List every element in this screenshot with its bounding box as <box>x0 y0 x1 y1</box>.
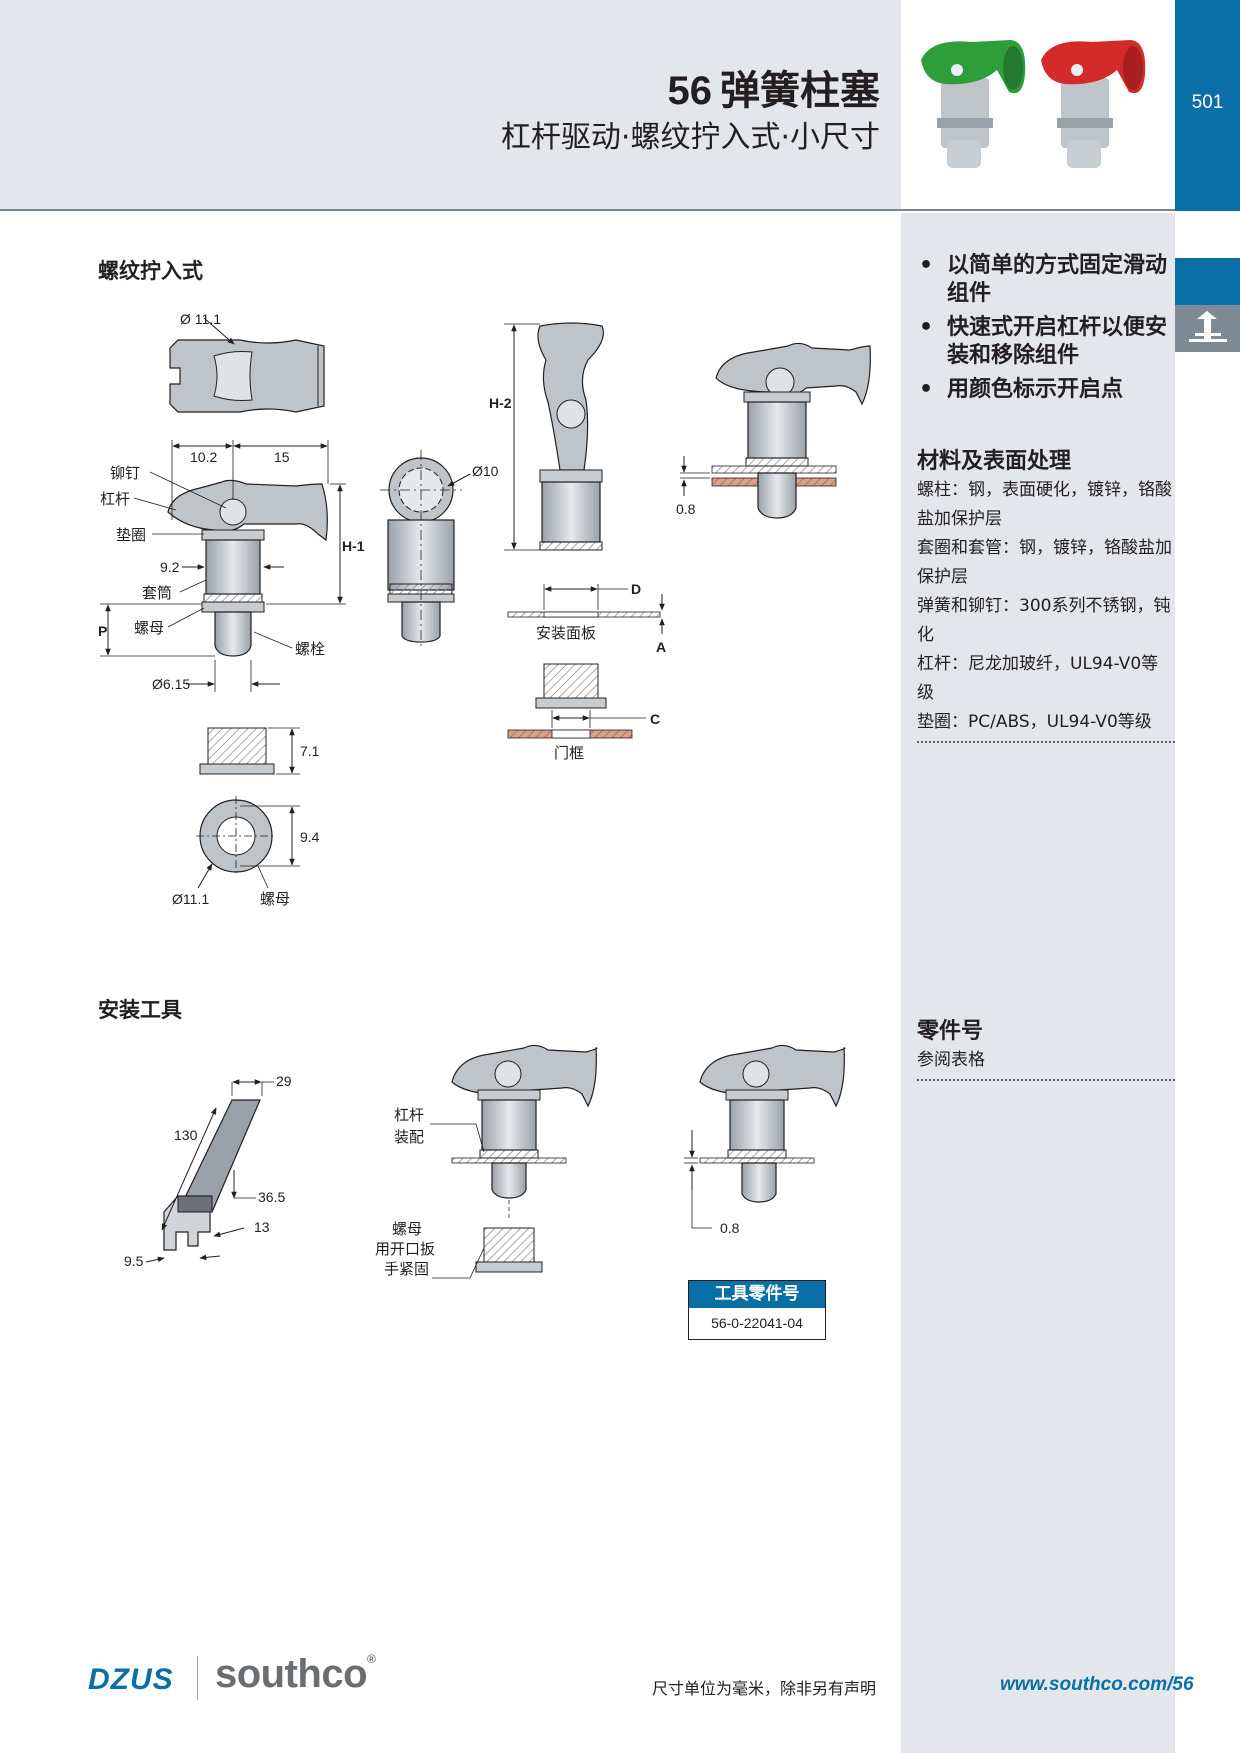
section-heading-tool: 安装工具 <box>98 998 182 1022</box>
label-stud: 螺栓 <box>295 640 325 658</box>
material-item: 弹簧和铆钉：300系列不锈钢，钝化 <box>917 596 1171 645</box>
label-nut-tighten-2: 用开口扳 <box>375 1240 435 1258</box>
page-tab <box>1175 0 1240 211</box>
dim-label: 0.8 <box>676 501 696 517</box>
southco-logo-text: southco <box>215 1652 368 1696</box>
southco-logo: southco® <box>215 1652 376 1696</box>
tool-part-table: 工具零件号 56-0-22041-04 <box>688 1280 826 1340</box>
label-nut: 螺母 <box>134 619 164 637</box>
material-item: 杠杆：尼龙加玻纤，UL94-V0等级 <box>917 654 1159 703</box>
part-number-heading: 零件号 <box>917 1019 984 1044</box>
label-mount-panel: 安装面板 <box>536 624 596 642</box>
label-lever-assembly-2: 装配 <box>394 1128 424 1146</box>
lever-raised-view <box>537 322 604 551</box>
logo-divider <box>197 1656 198 1700</box>
label-nut-ring: 螺母 <box>260 890 290 908</box>
category-tab-lower <box>1175 305 1240 352</box>
label-sleeve: 套筒 <box>142 584 172 602</box>
dim-label: 130 <box>174 1127 198 1143</box>
dim-label: 15 <box>274 449 290 465</box>
dim-label: 7.1 <box>300 743 320 759</box>
series-number: 56 <box>667 69 713 113</box>
page-number: 501 <box>1191 92 1224 113</box>
side-view-plunger <box>167 479 328 657</box>
installation-tool <box>163 1099 261 1251</box>
dim-label: H-1 <box>342 538 365 554</box>
title-text: 弹簧柱塞 <box>720 68 880 114</box>
label-nut-tighten-3: 手紧固 <box>384 1260 429 1278</box>
tool-part-header: 工具零件号 <box>689 1281 825 1308</box>
dim-label: Ø6.15 <box>152 676 190 692</box>
feature-item: 快速式开启杠杆以便安装和移除组件 <box>917 314 1167 370</box>
product-photo <box>901 0 1175 211</box>
materials-body: 螺柱：钢，表面硬化，镀锌，铬酸盐加保护层 套圈和套管：钢，镀锌，铬酸盐加保护层 … <box>917 476 1175 743</box>
page-subtitle: 杠杆驱动·螺纹拧入式·小尺寸 <box>500 120 880 155</box>
dzus-logo: DZUS <box>88 1663 174 1696</box>
label-door-frame: 门框 <box>554 744 584 762</box>
dim-label: 36.5 <box>258 1189 285 1205</box>
nut-detail <box>199 727 275 775</box>
section-heading-thread: 螺纹拧入式 <box>98 259 203 283</box>
label-rivet: 铆钉 <box>110 464 140 482</box>
dim-label: A <box>656 639 666 655</box>
feature-item: 以简单的方式固定滑动组件 <box>917 252 1167 308</box>
dim-label: Ø10 <box>472 463 499 479</box>
label-nut-tighten-1: 螺母 <box>392 1220 422 1238</box>
right-strip <box>1175 213 1240 1753</box>
dim-label: P <box>98 623 107 639</box>
dim-label: 0.8 <box>720 1220 740 1236</box>
footer-url[interactable]: www.southco.com/56 <box>1000 1674 1194 1695</box>
label-lever-assembly-1: 杠杆 <box>394 1106 424 1124</box>
footer-note: 尺寸单位为毫米，除非另有声明 <box>652 1679 877 1698</box>
technical-drawings: Ø 11.1 10.2 15 H-1 P 9.2 Ø6.15 铆钉 杠杆 垫圈 … <box>98 311 871 1279</box>
materials-heading: 材料及表面处理 <box>917 449 1072 474</box>
header-band <box>0 0 901 211</box>
tool-part-value: 56-0-22041-04 <box>711 1315 803 1331</box>
front-view-plunger <box>380 450 462 648</box>
installed-plunger <box>711 342 871 519</box>
top-view-lever <box>169 317 325 413</box>
material-item: 套圈和套管：钢，镀锌，铬酸盐加保护层 <box>917 538 1172 587</box>
label-washer: 垫圈 <box>116 526 146 544</box>
label-lever: 杠杆 <box>100 490 130 508</box>
material-item: 螺柱：钢，表面硬化，镀锌，铬酸盐加保护层 <box>917 480 1172 529</box>
sidebar <box>901 213 1175 1753</box>
dim-label: 13 <box>254 1219 270 1235</box>
dim-label: 29 <box>276 1073 292 1089</box>
dim-label: Ø11.1 <box>172 891 209 907</box>
nut-ring <box>196 796 276 876</box>
nut-exploded <box>535 663 607 709</box>
plunger-category-icon <box>1189 311 1227 342</box>
dim-label: 9.4 <box>300 829 320 845</box>
dim-label: D <box>631 581 641 597</box>
dim-label: C <box>650 711 660 727</box>
part-number-body: 参阅表格 <box>917 1046 1175 1081</box>
feature-list: 以简单的方式固定滑动组件 快速式开启杠杆以便安装和移除组件 用颜色标示开启点 <box>917 252 1167 410</box>
dim-label: 9.5 <box>124 1253 144 1269</box>
material-item: 垫圈：PC/ABS，UL94-V0等级 <box>917 712 1152 732</box>
feature-item: 用颜色标示开启点 <box>917 376 1167 404</box>
dim-label: Ø 11.1 <box>180 311 221 327</box>
tool-assembled-view <box>699 1044 846 1203</box>
dim-label: 10.2 <box>190 449 217 465</box>
dim-label: H-2 <box>489 395 512 411</box>
dim-label: 9.2 <box>160 559 180 575</box>
lever-assembly-view <box>451 1044 598 1273</box>
plunger-photo-icon <box>921 40 1146 168</box>
